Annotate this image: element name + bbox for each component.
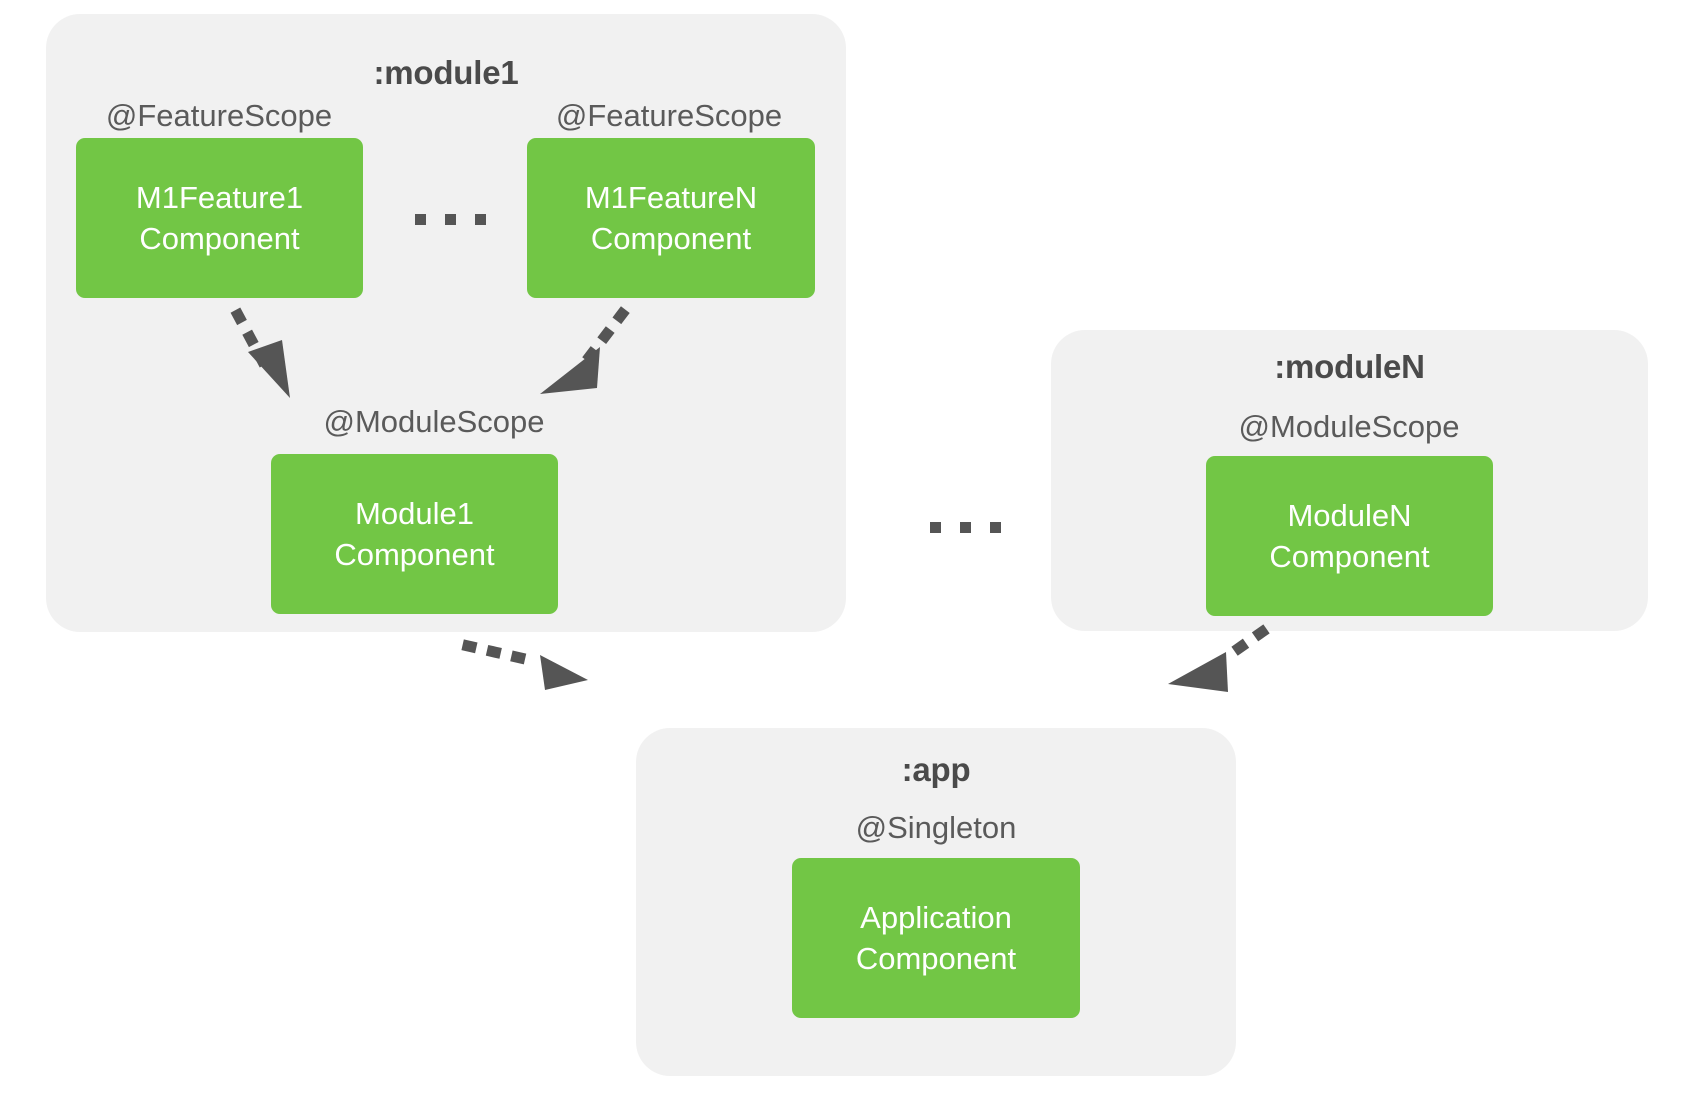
component-modulen-label: ModuleN Component [1269, 497, 1430, 574]
component-m1feature1-label: M1Feature1 Component [135, 179, 304, 256]
scope-label-m1featuren: @FeatureScope [555, 98, 783, 133]
component-module1: Module1 Component [271, 454, 558, 614]
component-modulen: ModuleN Component [1206, 456, 1493, 616]
ellipsis-dot [475, 214, 486, 225]
panel-modulen-title: :moduleN [1274, 348, 1425, 385]
panel-module1: :module1 @FeatureScope M1Feature1 Compon… [46, 14, 846, 632]
ellipsis-dot [960, 522, 971, 533]
component-application: Application Component [792, 858, 1080, 1018]
component-m1featuren-label: M1FeatureN Component [584, 179, 758, 256]
arrow-modulen-to-application [1168, 624, 1270, 692]
component-module1-label: Module1 Component [334, 495, 495, 572]
component-application-label: Application Component [855, 899, 1017, 976]
panel-app-title: :app [901, 751, 971, 788]
scope-label-module1scope: @ModuleScope [323, 404, 545, 439]
ellipsis-dot [990, 522, 1001, 533]
scope-label-modulenscope: @ModuleScope [1238, 409, 1460, 444]
ellipsis-dot [445, 214, 456, 225]
panel-app: :app @Singleton Application Component [636, 728, 1236, 1076]
panel-module1-title: :module1 [373, 54, 519, 91]
panel-modulen: :moduleN @ModuleScope ModuleN Component [1051, 330, 1648, 631]
ellipsis-dot [415, 214, 426, 225]
component-m1featuren: M1FeatureN Component [527, 138, 815, 298]
component-m1feature1: M1Feature1 Component [76, 138, 363, 298]
module-ellipsis [930, 522, 1001, 533]
ellipsis-dot [930, 522, 941, 533]
arrow-module1-to-application [461, 639, 588, 690]
feature-ellipsis-module1 [415, 214, 486, 225]
scope-label-singleton: @Singleton [855, 810, 1017, 845]
scope-label-m1feature1: @FeatureScope [105, 98, 333, 133]
